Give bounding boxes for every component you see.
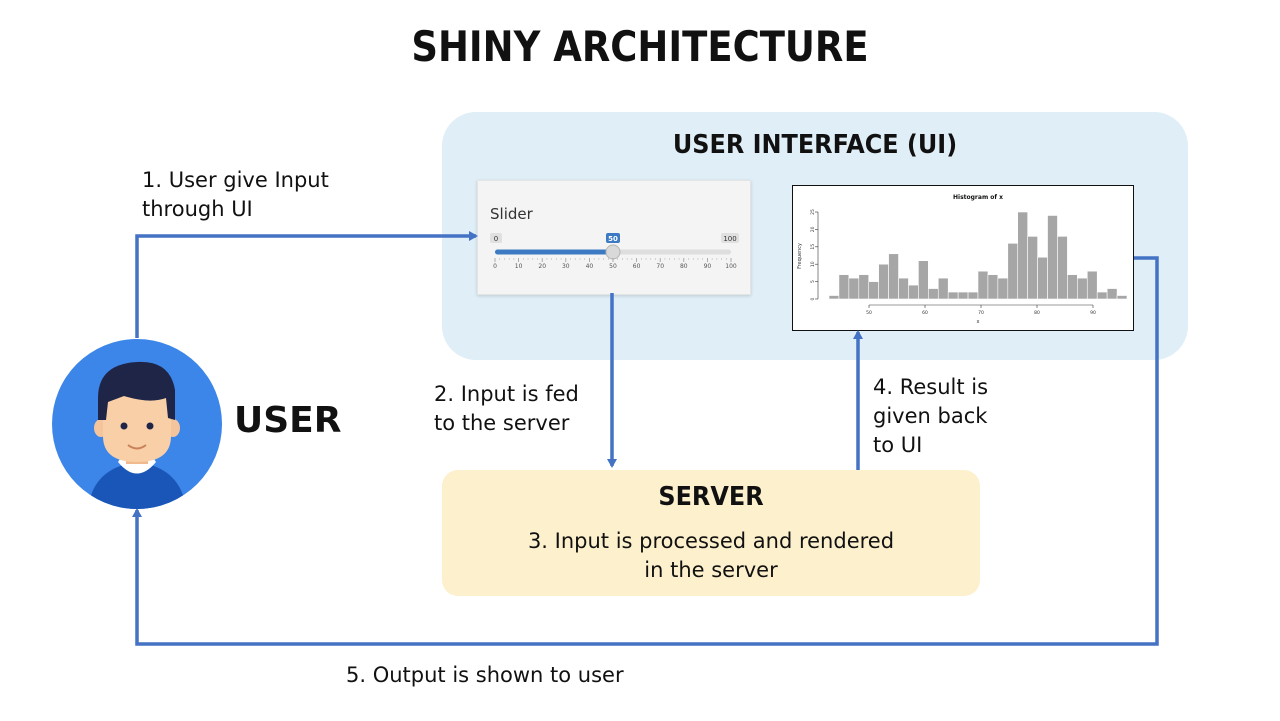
slider-tick-label-7: 70	[656, 263, 664, 270]
diagram-title: SHINY ARCHITECTURE	[411, 22, 869, 71]
histogram-bar	[937, 277, 949, 300]
histogram-bar	[1017, 211, 1028, 300]
histogram-bar	[878, 263, 889, 300]
slider-tick-label-10: 100	[725, 263, 737, 270]
histogram-bar	[838, 274, 850, 300]
histogram-title: Histogram of x	[953, 194, 1003, 201]
histogram-bar	[1086, 270, 1098, 300]
histogram-bar	[977, 270, 989, 300]
slider-widget[interactable]: 0 100 50 0 10 20 30 40 50 60 70 80 90 100	[490, 233, 739, 270]
user-label: USER	[234, 400, 342, 441]
histogram-y-tick-label-3: 15	[810, 244, 816, 250]
histogram-bar	[1057, 236, 1068, 300]
histogram-y-tick-label-0: 0	[810, 297, 816, 300]
slider-tick-label-4: 40	[586, 263, 594, 270]
histogram-x-tick-label-3: 80	[1034, 310, 1040, 316]
histogram-bar	[928, 288, 939, 300]
histogram-bar	[1047, 215, 1058, 300]
histogram-y-tick-label-1: 5	[810, 280, 816, 283]
histogram-bar	[858, 274, 870, 300]
slider-tick-label-9: 90	[704, 263, 712, 270]
histogram-bar	[1096, 291, 1108, 300]
histogram-bar	[987, 274, 999, 300]
slider-label: Slider	[490, 205, 533, 223]
histogram-widget-panel	[792, 185, 1134, 331]
histogram-bar	[828, 295, 840, 300]
histogram-bar	[957, 291, 969, 300]
slider-tick-label-2: 20	[538, 263, 546, 270]
histogram-y-label: Frequency	[797, 243, 803, 269]
histogram-x-tick-label-1: 60	[922, 310, 928, 316]
slider-tick-label-3: 30	[562, 263, 570, 270]
slider-min-badge	[490, 233, 502, 243]
histogram-x-tick-label-4: 90	[1090, 310, 1096, 316]
slider-fill	[495, 249, 613, 255]
arrow-ui-to-user	[132, 256, 1159, 646]
histogram-bar	[967, 291, 979, 300]
histogram-bar	[848, 277, 860, 300]
histogram-bar	[947, 291, 959, 300]
histogram-bar	[868, 281, 879, 300]
histogram-bar	[1027, 236, 1038, 300]
slider-handle	[605, 244, 621, 260]
histogram-y-tick-label-2: 10	[810, 261, 816, 267]
histogram-bar	[888, 253, 899, 300]
histogram-bar	[1077, 277, 1088, 300]
histogram-x-label: x	[977, 319, 980, 325]
step-2-label: 2. Input is fed to the server	[434, 382, 579, 435]
histogram-bar	[997, 277, 1009, 300]
server-step-text: 3. Input is processed and rendered in th…	[527, 529, 895, 582]
server-section-title: SERVER	[658, 482, 764, 512]
slider-min-label: 0	[494, 235, 498, 243]
histogram-x-tick-label-0: 50	[866, 310, 872, 316]
histogram-bar	[1037, 256, 1048, 300]
step-1-label: 1. User give Input through UI	[142, 168, 329, 221]
slider-tick-label-6: 60	[633, 263, 641, 270]
slider-value-label: 50	[608, 235, 618, 243]
histogram-x-tick-label-2: 70	[978, 310, 984, 316]
histogram-bar	[1007, 243, 1019, 300]
slider-max-badge	[721, 233, 739, 243]
histogram-bar	[1106, 288, 1118, 300]
histogram-bar	[918, 260, 929, 300]
step-5-label: 5. Output is shown to user	[346, 663, 624, 687]
slider-max-label: 100	[723, 235, 736, 243]
user-avatar-icon	[52, 339, 222, 509]
step-4-label: 4. Result is given back to UI	[873, 375, 989, 457]
histogram-bar	[1067, 274, 1078, 300]
server-section-box	[442, 470, 980, 596]
slider-tick-label-1: 10	[515, 263, 523, 270]
slider-tick-label-0: 0	[493, 263, 497, 270]
slider-tick-label-8: 80	[680, 263, 688, 270]
slider-tick-label-5: 50	[609, 263, 617, 270]
slider-value-badge	[606, 233, 620, 243]
arrow-user-to-ui	[135, 231, 478, 338]
histogram-y-tick-label-5: 25	[810, 209, 816, 215]
histogram-y-tick-label-4: 20	[810, 226, 816, 232]
ui-section-title: USER INTERFACE (UI)	[672, 130, 958, 160]
histogram-bar	[898, 277, 909, 300]
histogram-bar	[908, 284, 919, 300]
histogram-bar	[1116, 295, 1128, 300]
